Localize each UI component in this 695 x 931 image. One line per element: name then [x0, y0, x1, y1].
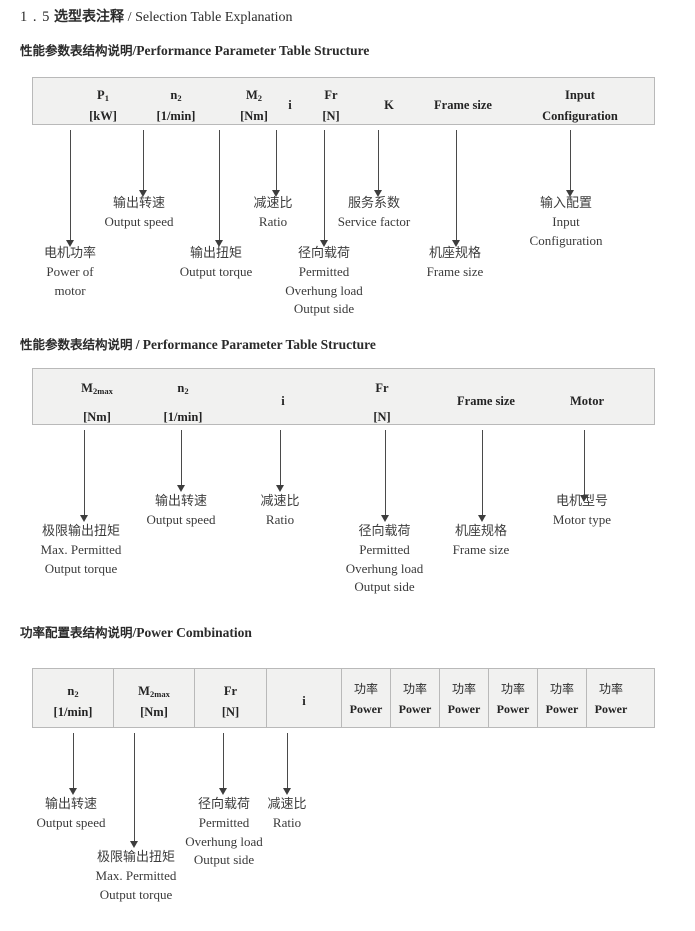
page-title-en: Selection Table Explanation: [135, 10, 293, 25]
arrow-frame-size: [478, 430, 487, 522]
note-output-torque: 输出扭矩 Output torque: [179, 246, 253, 280]
note-input-configuration: 输入配置 Input Configuration: [529, 196, 603, 248]
note-frame-size: 机座规格 Frame size: [452, 524, 510, 558]
column-header-n2: n2 [1/min]: [53, 684, 93, 719]
performance-parameter-table-1: P1 [kW] n2 [1/min] M2 [Nm] i Fr [N] K Fr…: [32, 77, 655, 125]
column-header-input-configuration: Input Configuration: [542, 88, 618, 123]
note-overhung-load: 径向载荷 Permitted Overhung load Output side: [285, 246, 363, 317]
arrow-motor-type: [580, 430, 589, 502]
column-header-k: K: [384, 98, 394, 112]
arrow-frame-size: [452, 130, 461, 247]
column-header-m2: M2 [Nm]: [240, 88, 268, 123]
column-header-n2: n2 [1/min]: [156, 88, 196, 123]
section-3-heading: 功率配置表结构说明/Power Combination: [20, 622, 252, 641]
section-3-heading-cn: 功率配置表结构说明: [20, 625, 133, 640]
section-3-heading-sep: /: [132, 625, 137, 640]
section-2-heading-cn: 性能参数表结构说明: [20, 337, 133, 352]
column-header-m2max: M2max [Nm]: [81, 381, 113, 424]
arrow-service-factor: [374, 130, 383, 197]
arrow-ratio: [276, 430, 285, 492]
note-ratio: 减速比 Ratio: [260, 494, 300, 528]
arrow-overhung-load: [320, 130, 329, 247]
note-max-permitted-output-torque: 极限输出扭矩 Max. Permitted Output torque: [95, 850, 177, 902]
note-overhung-load: 径向载荷 Permitted Overhung load Output side: [345, 524, 424, 595]
arrow-output-speed: [69, 733, 78, 795]
column-header-i: i: [302, 694, 306, 708]
note-ratio: 减速比 Ratio: [253, 196, 293, 230]
section-1-heading-sep: /: [132, 43, 137, 58]
note-max-permitted-output-torque: 极限输出扭矩 Max. Permitted Output torque: [40, 524, 122, 576]
note-output-speed: 输出转速 Output speed: [36, 797, 106, 831]
column-divider: [439, 669, 440, 727]
arrow-ratio: [272, 130, 281, 197]
column-header-frame-size: Frame size: [434, 98, 492, 112]
section-1-heading-cn: 性能参数表结构说明: [20, 43, 133, 58]
column-header-fr: Fr [N]: [322, 88, 340, 123]
column-header-n2: n2 [1/min]: [163, 381, 203, 424]
column-divider: [194, 669, 195, 727]
note-output-speed: 输出转速 Output speed: [146, 494, 216, 528]
column-header-motor: Motor: [569, 394, 604, 408]
arrow-output-torque: [215, 130, 224, 247]
note-overhung-load: 径向载荷 Permitted Overhung load Output side: [185, 797, 263, 868]
note-frame-size: 机座规格 Frame size: [426, 246, 484, 280]
column-header-power-1: 功率 Power: [349, 682, 383, 716]
arrow-overhung-load: [219, 733, 228, 795]
section-3-heading-en: Power Combination: [136, 625, 252, 640]
column-header-frame-size: Frame size: [457, 394, 515, 408]
column-divider: [586, 669, 587, 727]
column-divider: [390, 669, 391, 727]
column-header-fr: Fr [N]: [221, 684, 240, 719]
note-ratio: 减速比 Ratio: [267, 797, 307, 831]
section-2-heading-en: Performance Parameter Table Structure: [142, 337, 376, 352]
note-motor-type: 电机型号 Motor type: [552, 494, 612, 528]
page-title: 1 . 5 选型表注释 / Selection Table Explanatio…: [20, 6, 293, 26]
performance-parameter-table-2: M2max [Nm] n2 [1/min] i Fr [N] Frame siz…: [32, 368, 655, 425]
arrow-max-output-torque: [80, 430, 89, 522]
column-divider: [266, 669, 267, 727]
column-header-power-2: 功率 Power: [398, 682, 432, 716]
arrow-power: [66, 130, 75, 247]
column-header-i: i: [281, 394, 285, 408]
power-combination-table: n2 [1/min] M2max [Nm] Fr [N] i 功率 Power …: [32, 668, 655, 728]
column-header-p1: P1 [kW]: [89, 88, 117, 123]
note-power-of-motor: 电机功率 Power of motor: [43, 246, 96, 298]
column-header-fr: Fr [N]: [373, 381, 391, 424]
arrow-output-speed: [177, 430, 186, 492]
column-divider: [537, 669, 538, 727]
column-divider: [113, 669, 114, 727]
arrow-overhung-load: [381, 430, 390, 522]
column-divider: [488, 669, 489, 727]
section-number: 1 . 5: [20, 9, 51, 25]
section-2-heading: 性能参数表结构说明 / Performance Parameter Table …: [20, 334, 376, 353]
column-header-i: i: [288, 98, 292, 112]
column-header-power-4: 功率 Power: [496, 682, 530, 716]
arrow-input-configuration: [566, 130, 575, 197]
section-1-heading-en: Performance Parameter Table Structure: [136, 43, 370, 58]
column-header-power-3: 功率 Power: [447, 682, 481, 716]
note-output-speed: 输出转速 Output speed: [104, 196, 174, 230]
section-2-heading-sep: /: [135, 337, 140, 352]
arrow-max-output-torque: [130, 733, 139, 848]
arrow-ratio: [283, 733, 292, 795]
note-service-factor: 服务系数 Service factor: [337, 196, 411, 230]
section-1-heading: 性能参数表结构说明/Performance Parameter Table St…: [20, 40, 369, 59]
column-header-power-6: 功率 Power: [594, 682, 628, 716]
column-divider: [341, 669, 342, 727]
page-title-separator: /: [127, 10, 132, 25]
arrow-output-speed: [139, 130, 148, 197]
page-title-cn: 选型表注释: [54, 9, 124, 25]
column-header-power-5: 功率 Power: [545, 682, 579, 716]
column-header-m2max: M2max [Nm]: [138, 684, 170, 719]
